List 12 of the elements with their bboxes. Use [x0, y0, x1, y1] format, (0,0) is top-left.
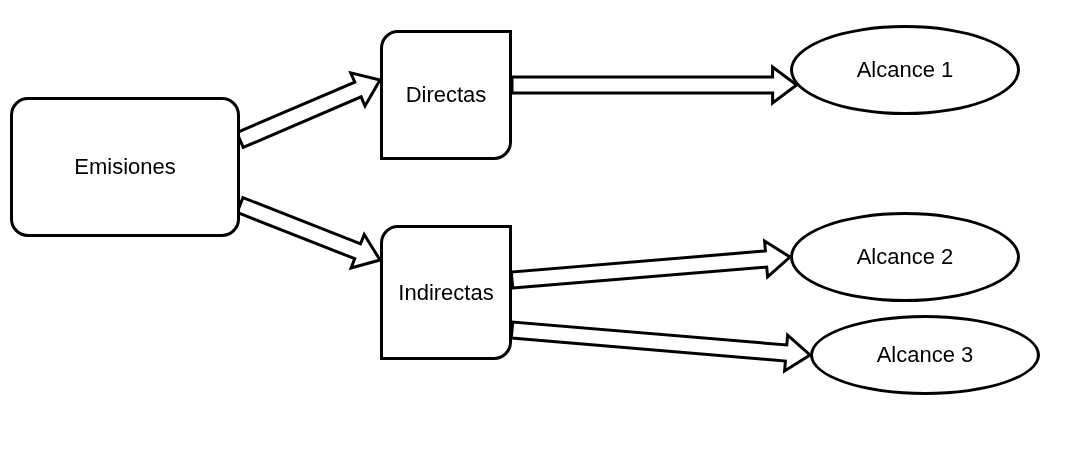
node-label: Indirectas — [398, 279, 494, 306]
block-arrow — [509, 238, 793, 290]
process-box — [380, 225, 512, 360]
block-arrow — [510, 64, 800, 106]
node-label: Alcance 1 — [856, 57, 954, 83]
node-label: Alcance 3 — [876, 342, 974, 368]
rounded-box — [10, 97, 240, 237]
block-arrow — [509, 320, 813, 374]
node-label: Directas — [405, 82, 487, 108]
node-label: Alcance 2 — [856, 244, 954, 270]
process-box — [380, 30, 512, 160]
node-label: Emisiones — [74, 154, 176, 180]
